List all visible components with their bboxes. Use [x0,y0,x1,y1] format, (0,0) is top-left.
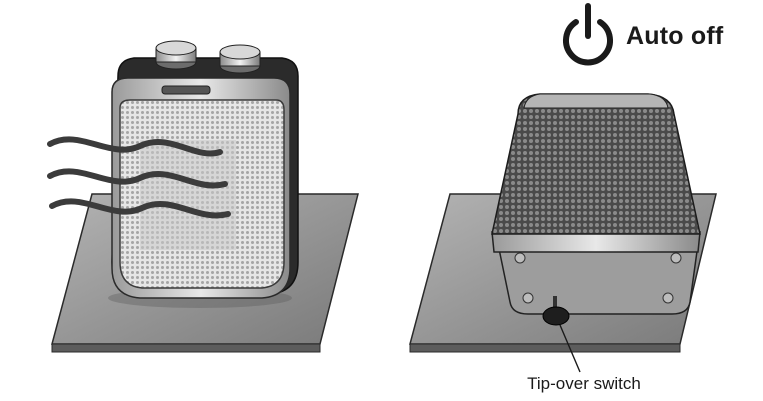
auto-off-label: Auto off [626,22,724,50]
left-knob [155,40,197,70]
tipped-heater [491,93,701,326]
right-knob [219,44,261,74]
tip-over-switch [542,296,570,326]
tip-over-switch-label: Tip-over switch [527,374,641,393]
upright-heater [108,40,299,308]
warm-air-waves-icon [47,136,231,219]
power-icon [563,3,613,66]
tip-over-pointer [559,324,581,373]
